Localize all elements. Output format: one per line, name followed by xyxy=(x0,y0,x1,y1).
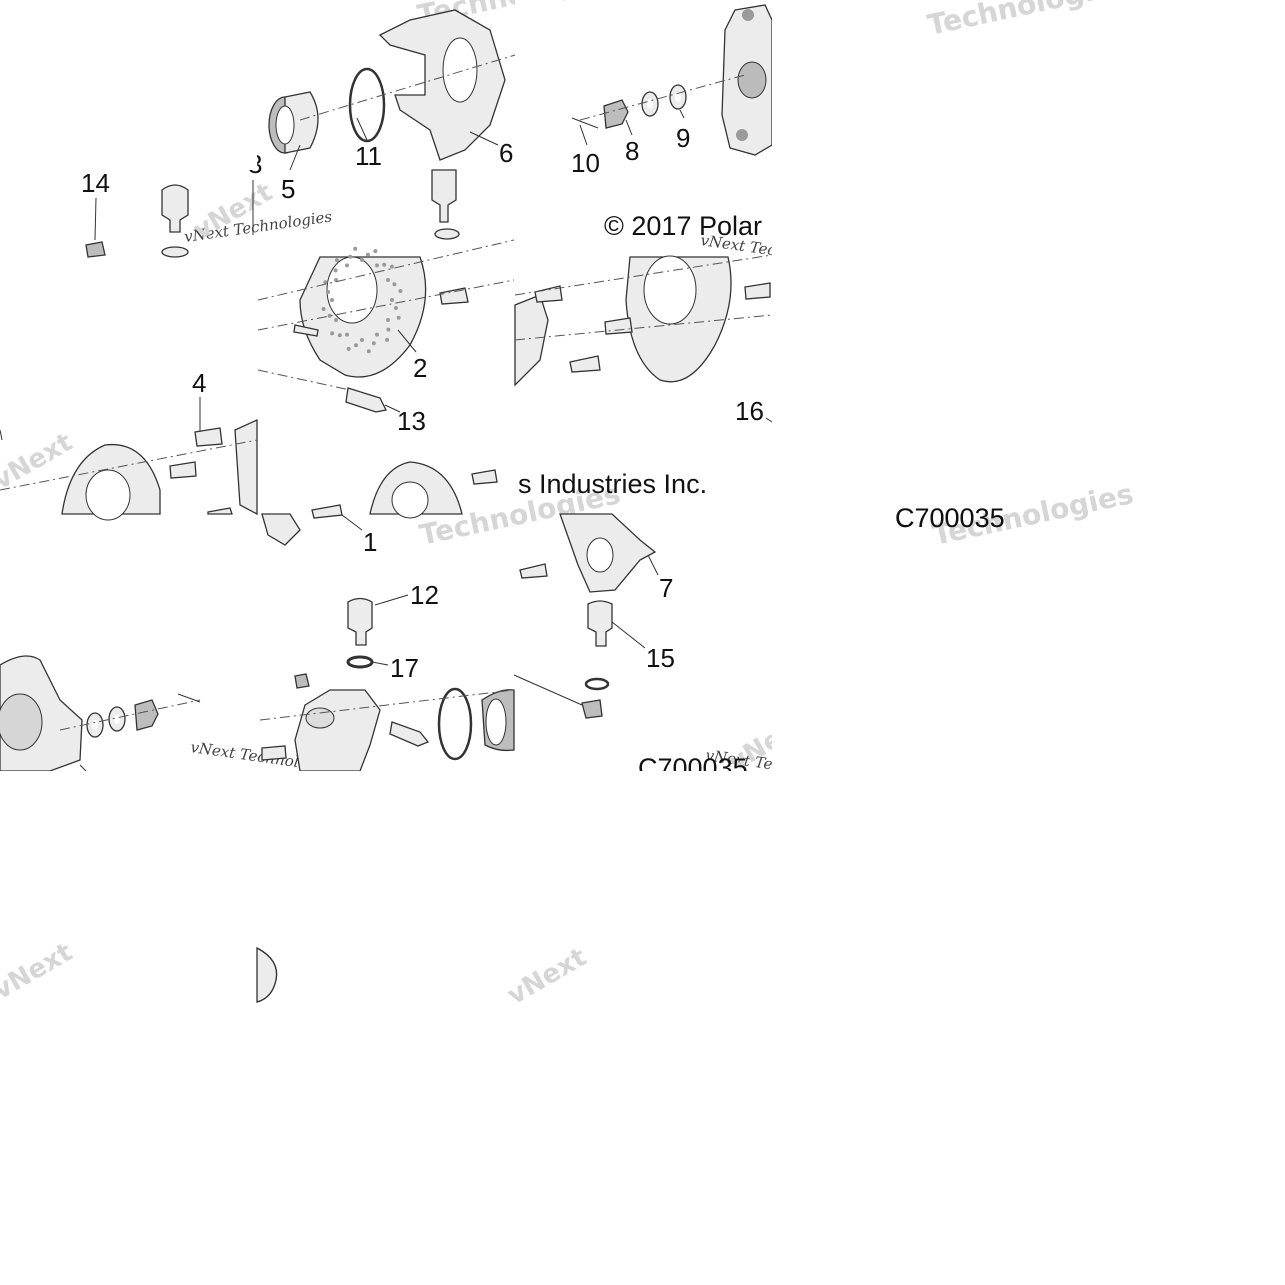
callout-16: 16 xyxy=(735,396,764,426)
disc-hole xyxy=(327,313,332,318)
callout-11: 11 xyxy=(355,141,382,171)
callout-12: 12 xyxy=(410,580,439,610)
tile-knuckle-assembly xyxy=(268,9,516,240)
disc-hole xyxy=(360,258,364,262)
callout-13: 13 xyxy=(397,406,426,436)
disc-hole xyxy=(323,280,328,285)
disc-hole xyxy=(345,263,349,268)
callout-14: 14 xyxy=(81,168,110,198)
disc-hole xyxy=(321,307,326,312)
bolt-part xyxy=(345,387,387,413)
tile-knuckle-lower xyxy=(259,597,515,772)
watermark-tag: vNext xyxy=(0,427,78,496)
bearing-part xyxy=(268,91,319,154)
callout-15: 15 xyxy=(646,643,675,673)
disc-hole xyxy=(375,263,379,268)
disc-hole xyxy=(385,278,390,282)
tile-brake-disc-right xyxy=(514,254,773,423)
tile-hub-assembly xyxy=(571,4,773,156)
disc-hole xyxy=(360,338,364,342)
tile-brake-disc-left xyxy=(0,397,258,521)
disc-hole xyxy=(398,288,403,293)
cotter-pin-part xyxy=(571,117,599,129)
castle-nut-part xyxy=(603,99,629,129)
disc-hole xyxy=(353,246,358,251)
callout-17: 17 xyxy=(390,653,419,683)
disc-hole xyxy=(330,331,335,336)
callout-7: 7 xyxy=(659,573,673,603)
disc-hole xyxy=(334,318,339,322)
callout-5: 5 xyxy=(281,174,295,204)
disc-hole xyxy=(382,262,387,267)
callouts: 14 3 5 11 6 10 8 9 4 2 13 16 1 12 17 7 1… xyxy=(81,123,764,683)
callout-10: 10 xyxy=(571,148,600,178)
disc-hole xyxy=(371,341,376,346)
disc-hole xyxy=(373,249,378,254)
disc-hole xyxy=(392,282,397,287)
disc-hole xyxy=(396,315,401,320)
disc-hole xyxy=(365,252,370,257)
callout-1: 1 xyxy=(363,527,377,557)
snap-ring-part xyxy=(348,67,386,143)
disc-hole xyxy=(333,268,338,273)
company-fragment: s Industries Inc. xyxy=(518,469,707,499)
disc-hole xyxy=(345,332,349,337)
disc-hole xyxy=(337,333,342,338)
tile-hub-left xyxy=(0,655,201,772)
disc-edge-part xyxy=(256,946,278,1003)
tile-balljoint-left xyxy=(85,184,189,258)
tile-brake-disc xyxy=(257,239,515,546)
disc-hole xyxy=(326,290,331,295)
disc-hole xyxy=(330,298,334,302)
disc-hole xyxy=(390,298,394,302)
disc-hole xyxy=(334,258,339,263)
copyright-text: © 2017 Polar xyxy=(604,211,762,241)
disc-hole xyxy=(393,305,398,310)
disc-hole xyxy=(366,349,371,354)
callout-2: 2 xyxy=(413,353,427,383)
callout-8: 8 xyxy=(625,136,639,166)
disc-hole xyxy=(389,264,394,269)
ball-joint-part xyxy=(431,169,457,223)
disc-hole xyxy=(354,343,359,348)
leader-lines xyxy=(94,109,685,666)
disc-hole xyxy=(385,337,390,342)
callout-4: 4 xyxy=(192,368,206,398)
disc-hole xyxy=(375,332,379,337)
disc-hole xyxy=(386,327,391,332)
disc-hole xyxy=(385,318,390,322)
callout-9: 9 xyxy=(676,123,690,153)
tile-knuckle-arm xyxy=(513,513,657,719)
callout-6: 6 xyxy=(499,138,513,168)
knuckle-part xyxy=(378,9,506,161)
disc-hole xyxy=(348,254,353,259)
disc-hole xyxy=(346,346,351,351)
drawing-code-cut: C700035 xyxy=(895,503,1005,533)
